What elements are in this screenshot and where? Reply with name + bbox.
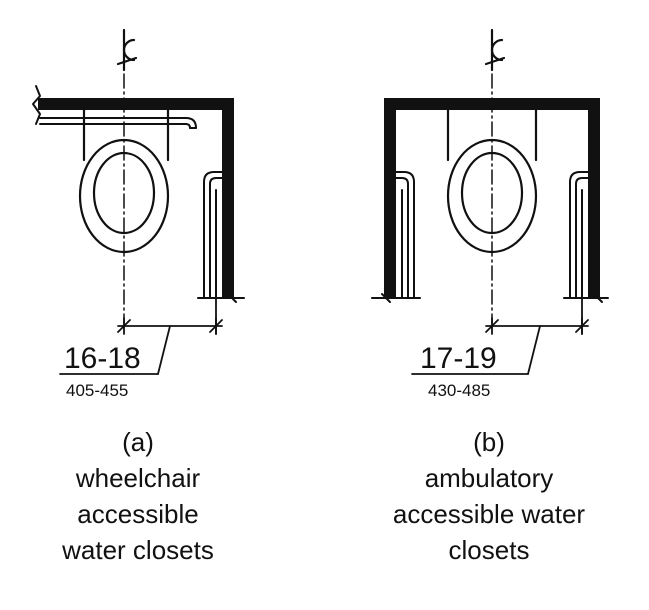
panel-a-dimension-inches: 16-18 <box>64 342 141 375</box>
panel-a-caption-line-2: accessible <box>77 499 199 529</box>
panel-a-side-wall <box>222 98 234 298</box>
panel-b-right-wall <box>588 98 600 298</box>
panel-a-back-wall <box>38 98 234 110</box>
panel-a-dimension-mm: 405-455 <box>66 381 128 400</box>
panel-a-centerline-symbol <box>116 28 138 72</box>
panel-b-right-grab-bar <box>563 171 589 299</box>
panel-a-dimension-line <box>59 297 223 375</box>
panel-b-left-grab-bar <box>395 171 421 299</box>
panel-a-side-grab-bar <box>197 171 223 299</box>
panel-b-caption-line-3: closets <box>448 535 530 565</box>
panel-b-dimension-mm: 430-485 <box>428 381 490 400</box>
panel-b-water-closet <box>446 108 538 254</box>
panel-b-caption-line-1: ambulatory <box>424 463 554 493</box>
panel-b-centerline-symbol <box>484 28 506 72</box>
panel-b-letter: (b) <box>473 427 505 457</box>
panel-b-dimension-inches: 17-19 <box>420 342 497 375</box>
panel-a-caption-line-3: water closets <box>62 535 214 565</box>
panel-b-back-wall <box>384 98 600 110</box>
panel-b-caption: (b) ambulatory accessible water closets <box>366 424 612 568</box>
panel-a-drawing <box>32 28 245 375</box>
panel-b-left-wall <box>384 98 396 298</box>
panel-a-water-closet <box>78 108 170 254</box>
panel-b-drawing <box>371 28 609 375</box>
panel-a-caption: (a) wheelchair accessible water closets <box>28 424 248 568</box>
panel-b-caption-line-2: accessible water <box>392 499 586 529</box>
panel-a-wall-break <box>32 85 41 125</box>
panel-a-letter: (a) <box>122 427 154 457</box>
panel-b-dimension-line <box>411 297 589 375</box>
panel-a-rear-grab-bar <box>39 117 197 129</box>
panel-a-caption-line-1: wheelchair <box>75 463 201 493</box>
